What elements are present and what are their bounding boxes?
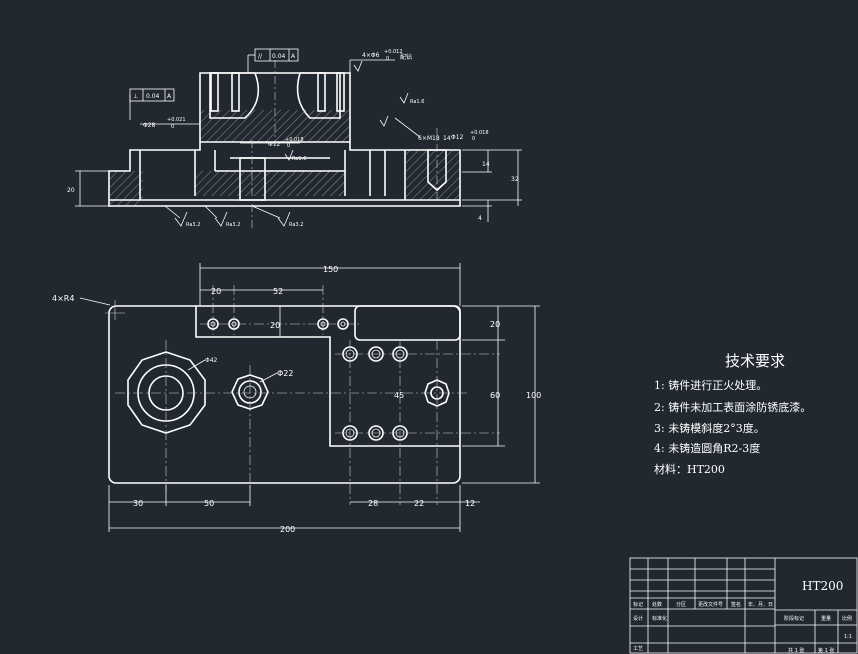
- svg-text:0: 0: [287, 143, 290, 149]
- svg-text:重量: 重量: [821, 615, 831, 622]
- dim-100: 100: [526, 391, 541, 400]
- parallelism-frame: // 0.04 A: [247, 48, 299, 73]
- dia12-mid-label: Φ12: [268, 141, 281, 148]
- plan-view: 150 20 52 20 20 60 100 45 4×R4 Φ42 Φ22 3…: [52, 263, 541, 534]
- dim-22: 22: [414, 499, 424, 508]
- title-material: HT200: [802, 579, 843, 593]
- dim-150: 150: [323, 265, 338, 274]
- perp-datum: A: [167, 93, 172, 100]
- svg-text:Ra1.6: Ra1.6: [410, 99, 424, 105]
- parallel-value: 0.04: [272, 53, 286, 60]
- dim-28: 28: [368, 499, 378, 508]
- title-block: HT200 标记 处数 分区 更改文件号 签名 年、月、日 设计 标准化 工艺 …: [629, 557, 858, 654]
- tech-item-1: 1: 铸件进行正火处理。: [654, 378, 767, 392]
- hatch-right-base: [405, 150, 460, 200]
- dim-30: 30: [133, 499, 143, 508]
- svg-text:设计: 设计: [633, 615, 643, 622]
- perpendicular-frame: ⊥ 0.04 A: [129, 88, 175, 120]
- dim-12: 12: [465, 499, 475, 508]
- dim-200: 200: [280, 525, 295, 534]
- hole-4x-note: 配钻: [400, 53, 412, 61]
- section-view: // 0.04 A ⊥ 0.04 A Φ28 +0.021 0 4×Φ6 +0.…: [67, 48, 522, 230]
- tech-title: 技术要求: [725, 352, 785, 370]
- svg-text:阶段标记: 阶段标记: [784, 615, 804, 622]
- thread-label: 6×M18: [418, 135, 440, 142]
- svg-text:共 1 张: 共 1 张: [788, 647, 804, 654]
- dim-32: 32: [511, 176, 519, 183]
- dim-20-inner: 20: [270, 321, 280, 330]
- right-arc: [296, 72, 341, 119]
- tech-requirements: 技术要求 1: 铸件进行正火处理。 2: 铸件未加工表面涂防锈底漆。 3: 未铸…: [654, 352, 811, 476]
- svg-text:+0.021: +0.021: [167, 117, 186, 123]
- svg-text:第 1 张: 第 1 张: [818, 647, 834, 654]
- dia12-right-label: Φ12: [451, 134, 464, 141]
- svg-text:1:1: 1:1: [844, 634, 852, 640]
- svg-text:Ra3.2: Ra3.2: [226, 222, 240, 228]
- svg-text:+0.018: +0.018: [285, 137, 304, 143]
- svg-text:签名: 签名: [731, 601, 741, 608]
- svg-text:分区: 分区: [676, 601, 686, 608]
- left-arc: [209, 72, 260, 119]
- dia28-label: Φ28: [143, 122, 156, 129]
- dim-14: 14: [482, 161, 490, 168]
- dim-45: 45: [394, 391, 404, 400]
- parallel-datum: A: [291, 53, 296, 60]
- svg-text:标记: 标记: [633, 601, 643, 608]
- svg-text:标准化: 标准化: [652, 615, 667, 622]
- perp-value: 0.04: [146, 93, 160, 100]
- dim-52: 52: [273, 287, 283, 296]
- svg-text:处数: 处数: [652, 601, 662, 608]
- tech-material: 材料：HT200: [654, 462, 725, 476]
- dim-60: 60: [490, 391, 500, 400]
- svg-text:工艺: 工艺: [633, 646, 643, 652]
- hatch-center-base: [195, 171, 345, 196]
- parallel-symbol: //: [258, 53, 263, 60]
- svg-text:0: 0: [171, 124, 174, 130]
- phi22-label: Φ22: [277, 369, 293, 378]
- plan-step: [195, 306, 460, 447]
- r4-label: 4×R4: [52, 294, 74, 303]
- svg-text:Ra3.2: Ra3.2: [289, 222, 303, 228]
- big-boss: [127, 351, 206, 434]
- perp-symbol: ⊥: [133, 93, 138, 100]
- svg-text:比例: 比例: [842, 615, 852, 622]
- svg-text:更改文件号: 更改文件号: [698, 601, 723, 608]
- dim-20-top: 20: [211, 287, 221, 296]
- plan-outline: [108, 305, 461, 484]
- svg-text:Ra3.2: Ra3.2: [186, 222, 200, 228]
- svg-text:0: 0: [386, 56, 389, 62]
- dim-20-right: 20: [490, 320, 500, 329]
- dim-50: 50: [204, 499, 214, 508]
- tech-item-4: 4: 未铸造圆角R2-3度: [654, 441, 760, 455]
- tech-item-2: 2: 铸件未加工表面涂防锈底漆。: [654, 400, 811, 414]
- thread-depth: 14: [443, 135, 451, 142]
- svg-text:年、月、日: 年、月、日: [748, 601, 773, 608]
- phi-big-label: Φ42: [205, 357, 218, 364]
- svg-text:0: 0: [472, 136, 475, 142]
- tech-item-3: 3: 未铸模斜度2°3度。: [654, 421, 765, 435]
- roughness-symbols: Ra3.2 Ra3.2 Ra3.2 Ra1.6 Ra1.6: [164, 60, 424, 228]
- svg-text:Ra1.6: Ra1.6: [292, 156, 306, 162]
- dim-4: 4: [478, 215, 482, 222]
- hole-4x-label: 4×Φ6: [362, 52, 380, 59]
- dim-20-left: 20: [67, 187, 75, 194]
- svg-text:+0.018: +0.018: [470, 130, 489, 136]
- svg-text:+0.012: +0.012: [384, 49, 403, 55]
